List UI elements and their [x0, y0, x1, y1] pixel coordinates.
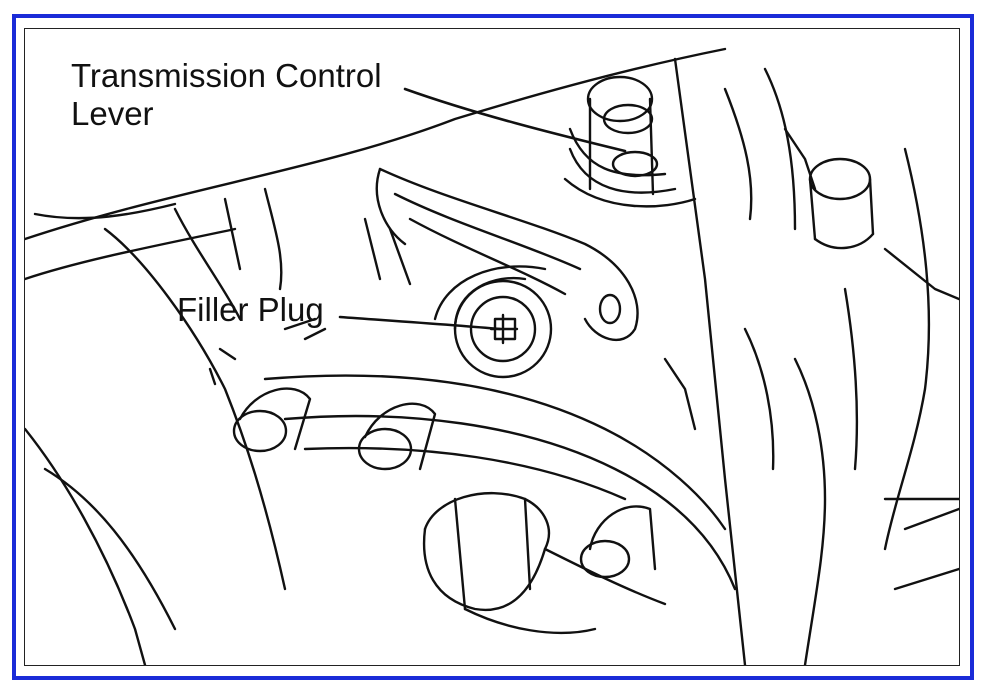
lower-mount-drawing [422, 491, 667, 635]
body-diagonal-edge [25, 47, 727, 241]
filler-plug-leader [338, 315, 502, 331]
right-cylinder-drawing [808, 157, 875, 250]
transmission-control-lever-label-line-2: Lever [71, 95, 154, 132]
transmission-control-lever-drawing [563, 75, 697, 208]
hose-clip-1 [232, 387, 312, 453]
transmission-control-lever-leader [403, 87, 627, 153]
hose-clip-2 [357, 402, 437, 471]
bracket-drawing [363, 167, 639, 341]
transmission-control-lever-label-line-1: Transmission Control [71, 57, 382, 94]
diagram-panel: Transmission Control Lever Filler Plug [24, 28, 960, 666]
hose-clip-3 [579, 505, 657, 579]
transmission-control-lever-label: Transmission Control Lever [71, 57, 382, 133]
filler-plug-drawing [433, 265, 553, 379]
filler-plug-label: Filler Plug [177, 291, 324, 328]
engine-bay-line-drawing [25, 47, 959, 665]
